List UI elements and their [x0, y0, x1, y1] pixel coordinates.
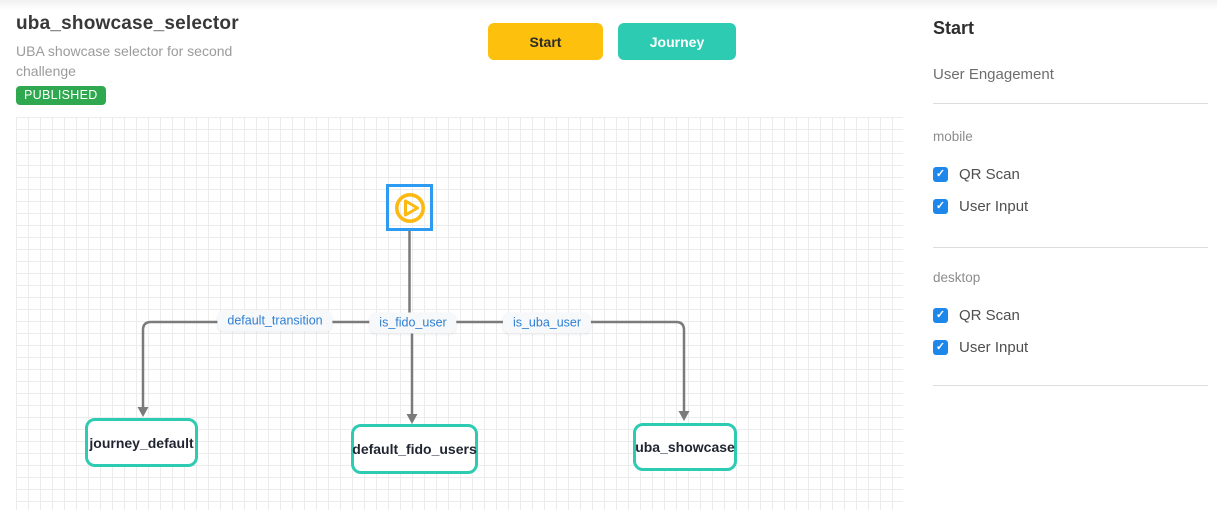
- checkbox-row-desktop-user-input[interactable]: ✓ User Input: [933, 339, 1028, 356]
- node-uba-showcase[interactable]: uba_showcase: [633, 423, 737, 471]
- divider: [933, 385, 1208, 386]
- page-subtitle: UBA showcase selector for second challen…: [16, 43, 233, 79]
- checkbox-checked-icon[interactable]: ✓: [933, 308, 948, 323]
- checkbox-checked-icon[interactable]: ✓: [933, 340, 948, 355]
- properties-sidebar: Start User Engagement mobile ✓ QR Scan ✓…: [933, 0, 1208, 514]
- node-journey-default[interactable]: journey_default: [85, 418, 198, 467]
- section-label-desktop: desktop: [933, 270, 981, 285]
- top-fade: [0, 0, 1217, 10]
- edge-label-is-fido-user[interactable]: is_fido_user: [369, 312, 457, 334]
- edge-label-is-uba-user[interactable]: is_uba_user: [502, 312, 592, 334]
- flow-canvas[interactable]: default_transition is_fido_user is_uba_u…: [16, 117, 903, 510]
- start-node[interactable]: [386, 184, 433, 231]
- checkbox-checked-icon[interactable]: ✓: [933, 199, 948, 214]
- divider: [933, 103, 1208, 104]
- checkbox-label[interactable]: User Input: [959, 339, 1029, 356]
- divider: [933, 247, 1208, 248]
- play-icon: [394, 192, 425, 223]
- checkbox-row-desktop-qr-scan[interactable]: ✓ QR Scan: [933, 307, 1020, 324]
- flow-edges: [137, 231, 690, 424]
- status-badge: PUBLISHED: [16, 86, 106, 105]
- section-label-mobile: mobile: [933, 129, 973, 144]
- page-title: uba_showcase_selector: [16, 13, 239, 34]
- journey-button[interactable]: Journey: [618, 23, 736, 60]
- checkbox-label[interactable]: User Input: [959, 198, 1029, 215]
- checkbox-row-mobile-user-input[interactable]: ✓ User Input: [933, 198, 1028, 215]
- start-button[interactable]: Start: [488, 23, 603, 60]
- edge-label-default-transition[interactable]: default_transition: [217, 310, 333, 332]
- checkbox-label[interactable]: QR Scan: [959, 166, 1020, 183]
- checkbox-row-mobile-qr-scan[interactable]: ✓ QR Scan: [933, 166, 1020, 183]
- sidebar-title: Start: [933, 18, 975, 38]
- checkbox-label[interactable]: QR Scan: [959, 307, 1020, 324]
- sidebar-subtitle: User Engagement: [933, 66, 1054, 83]
- checkbox-checked-icon[interactable]: ✓: [933, 167, 948, 182]
- node-default-fido-users[interactable]: default_fido_users: [351, 424, 478, 474]
